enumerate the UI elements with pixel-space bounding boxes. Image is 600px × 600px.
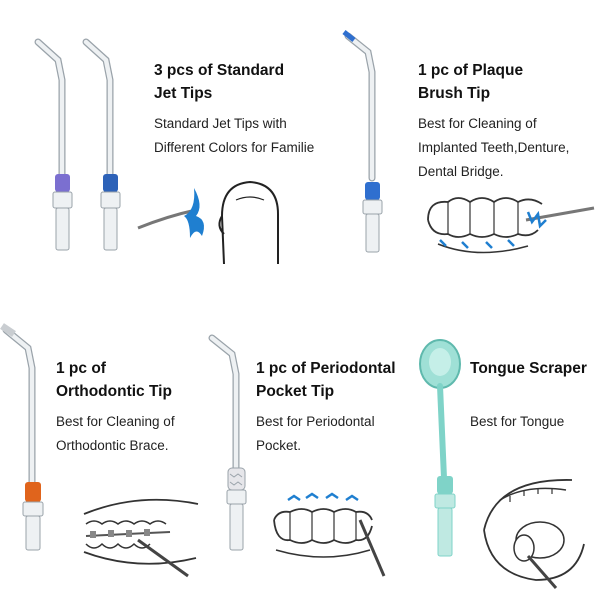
panel-title: 3 pcs of Standard Jet Tips bbox=[154, 59, 284, 105]
title-line: 1 pc of bbox=[56, 360, 106, 377]
description-line: Implanted Teeth,Denture, bbox=[418, 140, 570, 155]
orthodontic-tip-icon bbox=[0, 323, 44, 551]
standard-jet-tip-purple-icon bbox=[34, 38, 73, 251]
tongue-scraper-icon bbox=[419, 339, 461, 557]
standard-jet-tip-blue-icon bbox=[82, 38, 121, 251]
orthodontic-brace-illustration bbox=[83, 498, 199, 578]
panel-description: Best for Periodontal Pocket. bbox=[256, 410, 375, 458]
description-line: Pocket. bbox=[256, 438, 302, 453]
panel-description: Best for Cleaning of Implanted Teeth,Den… bbox=[418, 112, 569, 184]
description-line: Best for Tongue bbox=[470, 414, 565, 429]
dental-bridge-illustration bbox=[427, 197, 595, 254]
panel-title: Tongue Scraper bbox=[470, 357, 587, 380]
description-line: Dental Bridge. bbox=[418, 164, 504, 179]
panel-title: 1 pc of Periodontal Pocket Tip bbox=[256, 357, 396, 403]
title-line: Brush Tip bbox=[418, 85, 491, 102]
description-line: Different Colors for Familie bbox=[154, 140, 315, 155]
panel-title: 1 pc of Orthodontic Tip bbox=[56, 357, 172, 403]
periodontal-pocket-illustration bbox=[273, 492, 386, 577]
panel-description: Best for Cleaning of Orthodontic Brace. bbox=[56, 410, 175, 458]
title-line: Tongue Scraper bbox=[470, 360, 587, 377]
description-line: Best for Cleaning of bbox=[418, 116, 537, 131]
panel-description: Standard Jet Tips with Different Colors … bbox=[154, 112, 314, 160]
title-line: 3 pcs of Standard bbox=[154, 62, 285, 79]
title-line: Orthodontic Tip bbox=[56, 383, 172, 400]
panel-title: 1 pc of Plaque Brush Tip bbox=[418, 59, 523, 105]
tongue-cleaning-illustration bbox=[483, 479, 585, 589]
title-line: 1 pc of Plaque bbox=[418, 62, 524, 79]
panel-description: Best for Tongue bbox=[470, 410, 564, 434]
description-line: Best for Cleaning of bbox=[56, 414, 175, 429]
plaque-brush-tip-icon bbox=[342, 30, 383, 253]
title-line: Pocket Tip bbox=[256, 383, 335, 400]
description-line: Orthodontic Brace. bbox=[56, 438, 169, 453]
periodontal-pocket-tip-icon bbox=[208, 334, 247, 551]
description-line: Standard Jet Tips with bbox=[154, 116, 287, 131]
head-water-jet-illustration bbox=[137, 180, 279, 265]
description-line: Best for Periodontal bbox=[256, 414, 375, 429]
title-line: 1 pc of Periodontal bbox=[256, 360, 396, 377]
title-line: Jet Tips bbox=[154, 85, 213, 102]
